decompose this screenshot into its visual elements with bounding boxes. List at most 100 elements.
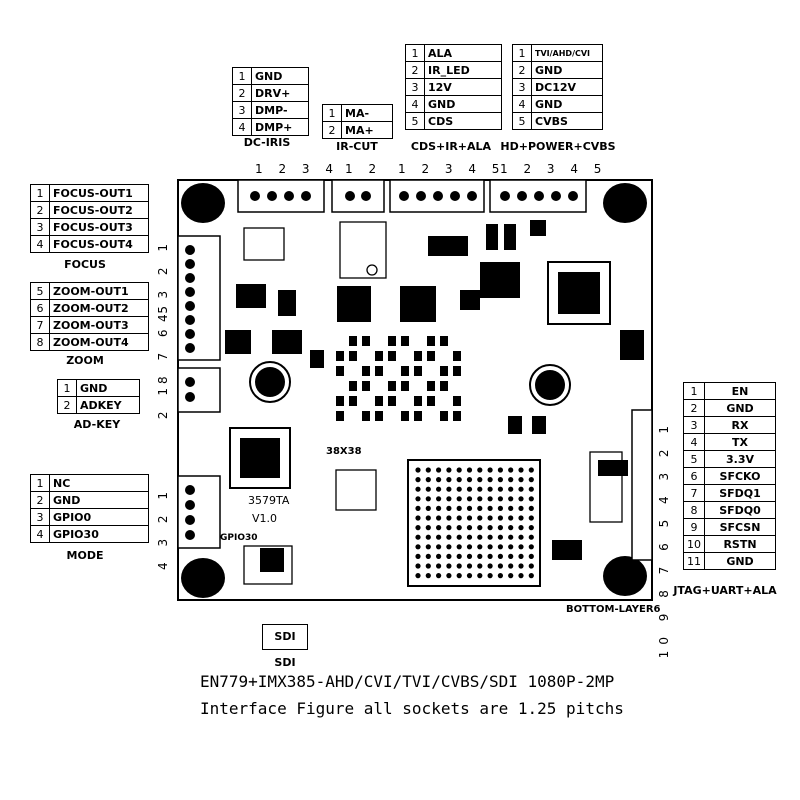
pin-number: 5 — [512, 112, 532, 130]
pin-number: 8 — [683, 501, 705, 519]
bga-ball — [456, 544, 462, 550]
pin-signal: GND — [76, 379, 140, 397]
top-connectors — [237, 179, 587, 213]
smd-pad — [362, 411, 370, 421]
smd-pad — [453, 351, 461, 361]
conn-adkey — [177, 367, 221, 413]
pin-number: 1 — [30, 474, 50, 492]
smd-pad — [440, 366, 448, 376]
pin-number: 1 — [322, 104, 342, 122]
bga-ball — [508, 553, 514, 560]
bga-ball — [528, 496, 534, 502]
bga-ball — [415, 573, 421, 579]
version-label: V1.0 — [252, 512, 278, 525]
smd-pad — [453, 366, 461, 376]
bga-ball — [466, 525, 473, 531]
bga-ball — [446, 505, 452, 511]
bga-ball — [436, 477, 442, 483]
bga-ball — [497, 563, 503, 569]
smd-pad — [349, 336, 357, 346]
bga-ball — [518, 477, 524, 483]
smd-pad — [388, 351, 396, 361]
smd-pad — [440, 381, 448, 391]
bga-ball — [446, 515, 452, 521]
bga-ball — [466, 515, 473, 521]
pin-number: 1 — [57, 379, 77, 397]
bga-ball — [477, 505, 483, 511]
pin-signal: GND — [424, 95, 502, 113]
bga-ball — [477, 496, 483, 502]
bga-ball — [446, 544, 452, 550]
mode-pin-numbers: 4 3 2 1 — [156, 486, 170, 570]
bga-ball — [425, 505, 431, 511]
bga-ball — [518, 573, 524, 579]
smd-pad — [401, 381, 409, 391]
bga-ball — [415, 496, 421, 502]
bga-ball — [425, 563, 431, 569]
pin-signal: MA+ — [341, 121, 393, 139]
bga-ball — [456, 486, 462, 492]
bga-ball — [456, 525, 462, 531]
pin-number: 1 — [512, 44, 532, 62]
pin-signal: FOCUS-OUT2 — [49, 201, 149, 219]
pin-number: 5 — [683, 450, 705, 468]
bga-ball — [508, 496, 514, 502]
pin-number: 3 — [30, 218, 50, 236]
pin-signal: CDS — [424, 112, 502, 130]
mount-hole-top-left — [181, 183, 225, 223]
bga-ball — [477, 467, 483, 473]
bga-ball — [487, 477, 493, 483]
bga-ball — [497, 525, 503, 531]
bga-ball — [415, 525, 421, 531]
bga-ball — [477, 477, 483, 483]
bga-ball — [477, 553, 483, 560]
pin-number: 2 — [232, 84, 252, 102]
bga-ball — [477, 534, 483, 540]
zoom-pin-numbers: 8 7 6 5 — [156, 300, 170, 384]
pin-number: 11 — [683, 552, 705, 570]
bga-ball — [446, 467, 452, 473]
bga-ball — [466, 534, 473, 540]
bga-ball — [477, 573, 483, 579]
bga-ball — [446, 573, 452, 579]
bga-ball — [446, 525, 452, 531]
pin-signal: DRV+ — [251, 84, 309, 102]
pin-signal: FOCUS-OUT3 — [49, 218, 149, 236]
smd-pad — [427, 396, 435, 406]
bga-ball — [456, 563, 462, 569]
pin-number: 1 — [405, 44, 425, 62]
bga-ball — [487, 544, 493, 550]
bga-ball — [446, 477, 452, 483]
bga-ball — [425, 553, 431, 560]
bga-ball — [518, 525, 524, 531]
smd-pad — [336, 411, 344, 421]
bga-ball — [436, 573, 442, 579]
pin-signal: SFCKO — [704, 467, 776, 485]
bga-ball — [436, 486, 442, 492]
model-label: 3579TA — [248, 494, 290, 507]
bga-ball — [446, 534, 452, 540]
hd-power-caption: HD+POWER+CVBS — [500, 140, 616, 153]
smd-pad — [414, 396, 422, 406]
bga-ball — [415, 534, 421, 540]
pin-number: 4 — [683, 433, 705, 451]
bga-ball — [508, 515, 514, 521]
pin-signal: ZOOM-OUT3 — [49, 316, 149, 334]
smd-pad — [375, 351, 383, 361]
outlined-components — [243, 221, 623, 585]
pin-signal: DMP+ — [251, 118, 309, 136]
pin-number: 2 — [30, 201, 50, 219]
bga-ball — [456, 573, 462, 579]
conn-ir-cut — [331, 179, 385, 213]
bga-ball — [415, 477, 421, 483]
sdi-caption: SDI — [274, 656, 296, 669]
